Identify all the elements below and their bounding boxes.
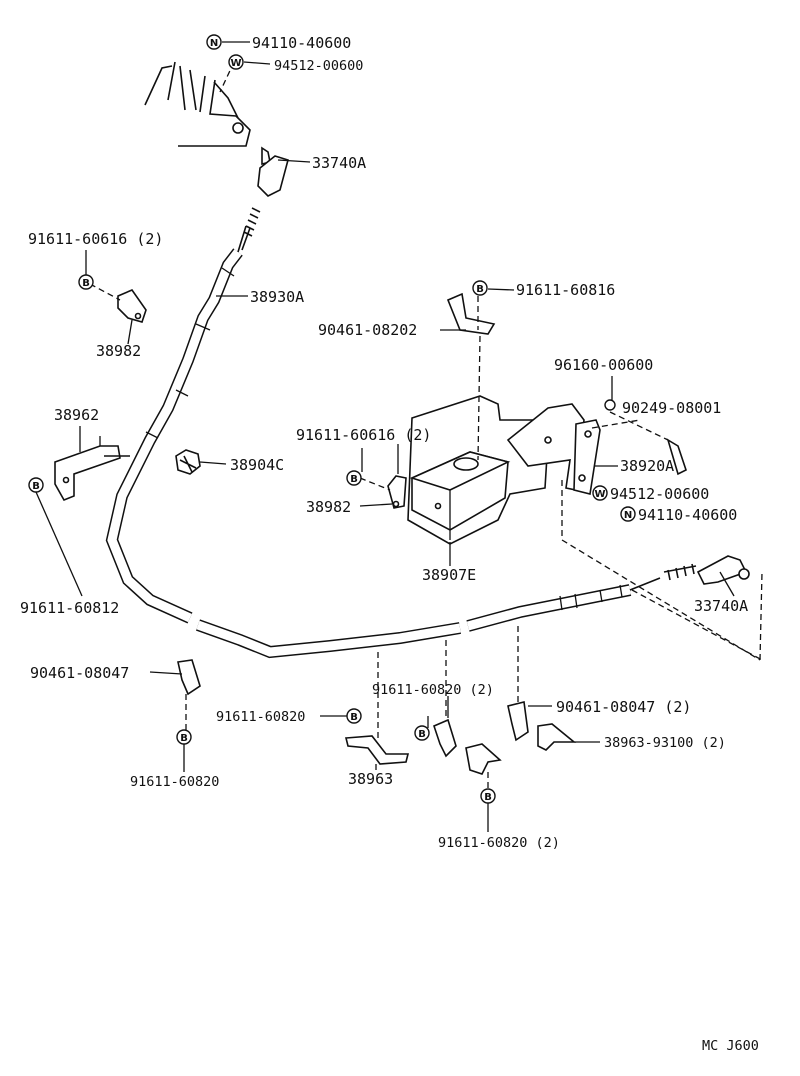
label-94512-00600-top: 94512-00600: [274, 58, 363, 74]
leader-lines: [35, 41, 735, 832]
label-38962: 38962: [54, 406, 99, 424]
label-91611-60816: 91611-60816: [516, 281, 615, 299]
bracket-38963: [344, 652, 410, 765]
label-38963: 38963: [348, 770, 393, 788]
bracket-38907e: [407, 395, 549, 545]
label-38930a: 38930A: [250, 288, 304, 306]
label-91611-60820-low: 91611-60820: [130, 774, 219, 790]
label-38963-93100: 38963-93100 (2): [604, 735, 726, 751]
label-91611-60820-2a: 91611-60820 (2): [372, 682, 494, 698]
label-91611-60820-mid: 91611-60820: [216, 709, 305, 725]
grommet-38904c: [175, 449, 201, 475]
label-96160-00600: 96160-00600: [554, 356, 653, 374]
svg-text:B: B: [82, 278, 90, 289]
nut-icon: [604, 399, 616, 411]
label-91611-60616-left: 91611-60616 (2): [28, 230, 163, 248]
bolt-icon: B: [472, 280, 488, 296]
bolt-90249: [609, 411, 687, 476]
bolt-icon: B: [346, 470, 362, 486]
label-90461-08202: 90461-08202: [318, 321, 417, 339]
svg-text:B: B: [484, 792, 492, 803]
nut-icon: N: [206, 34, 222, 50]
bolt-icon: B: [176, 729, 192, 745]
clamp-mid-lower: [433, 640, 457, 758]
bolt-icon: B: [346, 708, 362, 724]
label-33740a-top: 33740A: [312, 154, 366, 172]
svg-text:W: W: [230, 58, 241, 69]
label-91611-60820-2b: 91611-60820 (2): [438, 835, 560, 851]
svg-text:B: B: [180, 733, 188, 744]
label-94512-00600-right: 94512-00600: [610, 485, 709, 503]
clamp-90461-08047-right: [507, 626, 529, 742]
svg-text:B: B: [476, 284, 484, 295]
clamp-90461-08047-left: [177, 659, 201, 730]
label-90461-08047-left: 90461-08047: [30, 664, 129, 682]
label-91611-60616-mid: 91611-60616 (2): [296, 426, 431, 444]
right-rod-end: [696, 555, 750, 585]
clamp-38982-mid: [359, 475, 407, 509]
label-94110-40600-top: 94110-40600: [252, 34, 351, 52]
control-cable: [105, 207, 697, 659]
washer-icon: W: [228, 54, 244, 70]
nut-icon: N: [620, 506, 636, 522]
bolt-icon: B: [480, 788, 496, 804]
label-94110-40600-right: 94110-40600: [638, 506, 737, 524]
label-38904c: 38904C: [230, 456, 284, 474]
bracket-lower-bolt: [465, 743, 502, 790]
footer-code: MC J600: [702, 1038, 759, 1054]
label-38920a: 38920A: [620, 457, 674, 475]
label-90461-08047-right: 90461-08047 (2): [556, 698, 691, 716]
bolt-icon: B: [414, 725, 430, 741]
clamp-38982-left: [89, 283, 147, 323]
label-91611-60812: 91611-60812: [20, 599, 119, 617]
upper-lever-linkage: [144, 61, 289, 197]
label-33740a-right: 33740A: [694, 597, 748, 615]
bolt-icon: B: [78, 274, 94, 290]
svg-text:W: W: [594, 489, 605, 500]
washer-icon: W: [592, 485, 608, 501]
svg-text:N: N: [624, 510, 632, 521]
bolt-icon: B: [28, 477, 44, 493]
part-labels: 94110-40600 94512-00600 33740A 91611-606…: [20, 34, 759, 1054]
svg-text:B: B: [350, 712, 358, 723]
bracket-38962: [54, 436, 130, 502]
svg-text:B: B: [418, 729, 426, 740]
assembly-dashed-lines: [561, 419, 763, 661]
label-90249-08001: 90249-08001: [622, 399, 721, 417]
label-38982-left: 38982: [96, 342, 141, 360]
label-38907e: 38907E: [422, 566, 476, 584]
label-38982-mid: 38982: [306, 498, 351, 516]
svg-text:B: B: [350, 474, 358, 485]
svg-text:B: B: [32, 481, 40, 492]
svg-text:N: N: [210, 38, 218, 49]
bracket-38963-93100: [537, 723, 577, 751]
bracket-38920a: [506, 403, 601, 495]
